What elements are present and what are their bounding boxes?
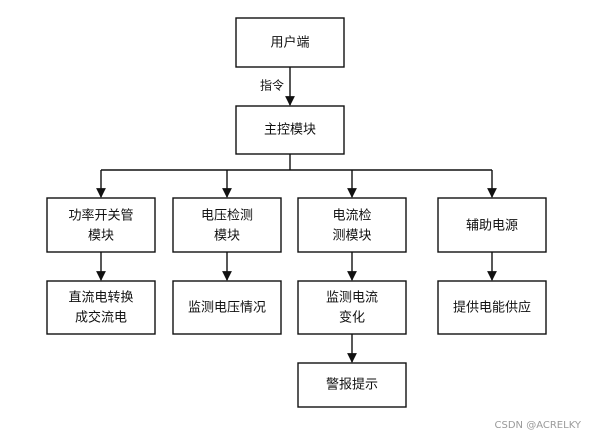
- edge-label-instruction: 指令: [260, 78, 284, 93]
- node-dc-ac-label-1: 直流电转换: [68, 291, 133, 306]
- node-user: 用户端: [235, 17, 345, 68]
- node-dc-ac: 直流电转换 成交流电: [46, 280, 156, 335]
- node-voltage-detect: 电压检测 模块: [172, 197, 282, 253]
- node-voltage-monitor: 监测电压情况: [172, 280, 282, 335]
- node-supply-label: 提供电能供应: [453, 300, 531, 316]
- node-dc-ac-label-2: 成交流电: [75, 310, 127, 326]
- node-user-label: 用户端: [270, 35, 309, 51]
- node-current-monitor-label-1: 监测电流: [326, 291, 378, 306]
- watermark: CSDN @ACRELKY: [494, 420, 581, 431]
- node-controller-label: 主控模块: [264, 123, 316, 138]
- node-current-monitor-label-2: 变化: [339, 310, 365, 326]
- node-current-detect-label-1: 电流检: [332, 209, 371, 224]
- node-current-monitor: 监测电流 变化: [297, 280, 407, 335]
- node-voltage-detect-label-1: 电压检测: [201, 209, 253, 224]
- node-current-detect: 电流检 测模块: [297, 197, 407, 253]
- node-current-detect-label-2: 测模块: [332, 229, 371, 244]
- node-alarm-label: 警报提示: [326, 377, 378, 393]
- node-aux-power: 辅助电源: [437, 197, 547, 253]
- node-aux-power-label: 辅助电源: [466, 219, 518, 234]
- node-controller: 主控模块: [235, 105, 345, 155]
- node-supply: 提供电能供应: [437, 280, 547, 335]
- node-voltage-detect-label-2: 模块: [214, 229, 240, 244]
- node-alarm: 警报提示: [297, 362, 407, 408]
- node-power-switch-label-2: 模块: [88, 229, 114, 244]
- node-power-switch: 功率开关管 模块: [46, 197, 156, 253]
- edges: 指令: [96, 67, 497, 363]
- node-voltage-monitor-label: 监测电压情况: [188, 301, 266, 316]
- node-power-switch-label-1: 功率开关管: [68, 208, 133, 224]
